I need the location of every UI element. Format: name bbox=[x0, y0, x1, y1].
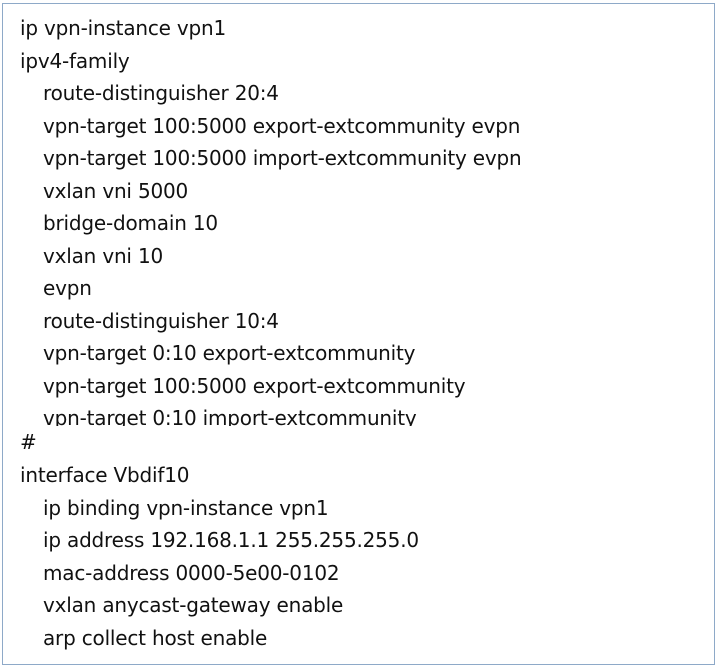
config-frame: ip vpn-instance vpn1 ipv4-family route-d… bbox=[2, 3, 715, 665]
config-line: route-distinguisher 10:4 bbox=[43, 308, 279, 333]
config-line: vpn-target 0:10 import-extcommunity bbox=[43, 406, 417, 426]
config-line: # bbox=[20, 430, 37, 454]
config-line: ip binding vpn-instance vpn1 bbox=[43, 495, 329, 520]
config-line: bridge-domain 10 bbox=[43, 211, 218, 235]
config-lines: ip vpn-instance vpn1 ipv4-family route-d… bbox=[3, 12, 714, 654]
config-line: ipv4-family bbox=[20, 48, 130, 73]
config-line: interface Vbdif10 bbox=[20, 463, 190, 487]
config-line: arp collect host enable bbox=[43, 625, 268, 650]
config-line: vxlan vni 5000 bbox=[43, 178, 189, 203]
config-line: mac-address 0000-5e00-0102 bbox=[43, 560, 340, 585]
config-line: vxlan vni 10 bbox=[43, 243, 163, 268]
config-line: vpn-target 100:5000 export-extcommunity bbox=[43, 373, 466, 398]
config-line: vpn-target 0:10 export-extcommunity bbox=[43, 341, 416, 365]
config-line: ip vpn-instance vpn1 bbox=[20, 16, 227, 40]
config-line: vpn-target 100:5000 import-extcommunity … bbox=[43, 146, 522, 170]
config-line: route-distinguisher 20:4 bbox=[43, 81, 279, 105]
config-line: ip address 192.168.1.1 255.255.255.0 bbox=[43, 528, 419, 552]
config-line: vpn-target 100:5000 export-extcommunity … bbox=[43, 113, 521, 138]
config-line: evpn bbox=[43, 276, 92, 300]
config-line: vxlan anycast-gateway enable bbox=[43, 593, 344, 617]
